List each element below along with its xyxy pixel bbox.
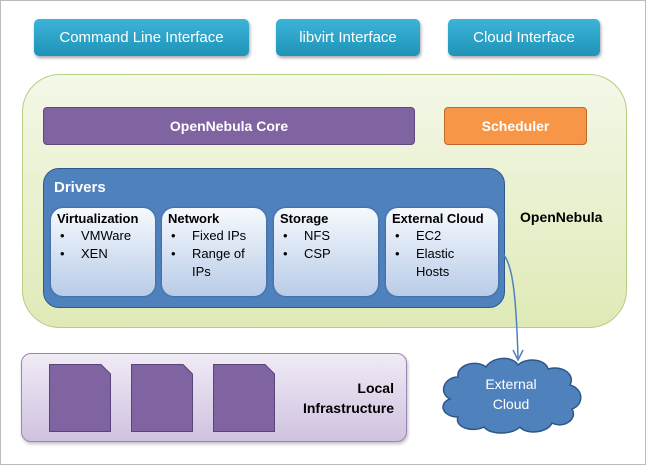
driver-item-label: CSP: [304, 246, 331, 261]
server-icon: [213, 364, 275, 432]
command-line-interface-box: Command Line Interface: [34, 19, 249, 56]
driver-item-label: XEN: [81, 246, 108, 261]
local-infrastructure-label: Local Infrastructure: [303, 378, 394, 418]
cloud-interface-label: Cloud Interface: [473, 29, 575, 46]
driver-card-network: Network • Fixed IPs • Range of IPs: [162, 208, 266, 296]
command-line-interface-label: Command Line Interface: [59, 29, 224, 46]
local-infrastructure-box: Local Infrastructure: [21, 353, 407, 442]
cloud-icon: [442, 357, 582, 434]
cloud-label-line1: External: [485, 376, 537, 392]
driver-item-list: • Fixed IPs • Range of IPs: [168, 227, 260, 281]
external-cloud-label: External Cloud: [436, 374, 586, 414]
driver-item-label: Elastic Hosts: [416, 246, 455, 279]
driver-item: • Elastic Hosts: [392, 245, 460, 281]
bullet-icon: •: [171, 228, 176, 243]
bullet-icon: •: [171, 246, 176, 261]
drivers-title: Drivers: [54, 179, 106, 196]
driver-card-virtualization: Virtualization • VMWare • XEN: [51, 208, 155, 296]
cloud-interface-box: Cloud Interface: [448, 19, 600, 56]
driver-item-list: • VMWare • XEN: [57, 227, 149, 263]
driver-item-label: Range of IPs: [192, 246, 245, 279]
driver-item-label: Fixed IPs: [192, 228, 247, 243]
opennebula-core-label: OpenNebula Core: [169, 118, 289, 134]
driver-item: • VMWare: [57, 227, 149, 245]
driver-item: • EC2: [392, 227, 492, 245]
driver-item-label: NFS: [304, 228, 330, 243]
external-cloud-shape: External Cloud: [436, 355, 586, 435]
opennebula-label: OpenNebula: [520, 209, 603, 225]
local-label-line1: Local: [357, 380, 394, 396]
driver-item: • XEN: [57, 245, 149, 263]
drivers-box: Drivers Virtualization • VMWare • XEN Netw…: [43, 168, 505, 308]
opennebula-core-box: OpenNebula Core: [43, 107, 415, 145]
driver-card-title: External Cloud: [392, 211, 484, 226]
libvirt-interface-box: libvirt Interface: [276, 19, 420, 56]
bullet-icon: •: [283, 246, 288, 261]
driver-card-external-cloud: External Cloud • EC2 • Elastic Hosts: [386, 208, 498, 296]
scheduler-box: Scheduler: [444, 107, 587, 145]
server-icon: [49, 364, 111, 432]
driver-item-label: EC2: [416, 228, 442, 243]
driver-card-storage: Storage • NFS • CSP: [274, 208, 378, 296]
driver-item-list: • EC2 • Elastic Hosts: [392, 227, 492, 281]
bullet-icon: •: [60, 246, 65, 261]
driver-item: • NFS: [280, 227, 372, 245]
bullet-icon: •: [283, 228, 288, 243]
driver-card-title: Network: [168, 211, 220, 226]
scheduler-label: Scheduler: [481, 118, 550, 134]
driver-card-title: Virtualization: [57, 211, 139, 226]
driver-item: • Fixed IPs: [168, 227, 260, 245]
bullet-icon: •: [395, 246, 400, 261]
bullet-icon: •: [60, 228, 65, 243]
local-label-line2: Infrastructure: [302, 400, 394, 416]
libvirt-interface-label: libvirt Interface: [299, 29, 397, 46]
driver-card-title: Storage: [280, 211, 329, 226]
driver-item-list: • NFS • CSP: [280, 227, 372, 263]
server-icon: [131, 364, 193, 432]
bullet-icon: •: [395, 228, 400, 243]
cloud-label-line2: Cloud: [492, 396, 530, 412]
driver-item: • Range of IPs: [168, 245, 254, 281]
driver-item-label: VMWare: [81, 228, 132, 243]
driver-item: • CSP: [280, 245, 372, 263]
